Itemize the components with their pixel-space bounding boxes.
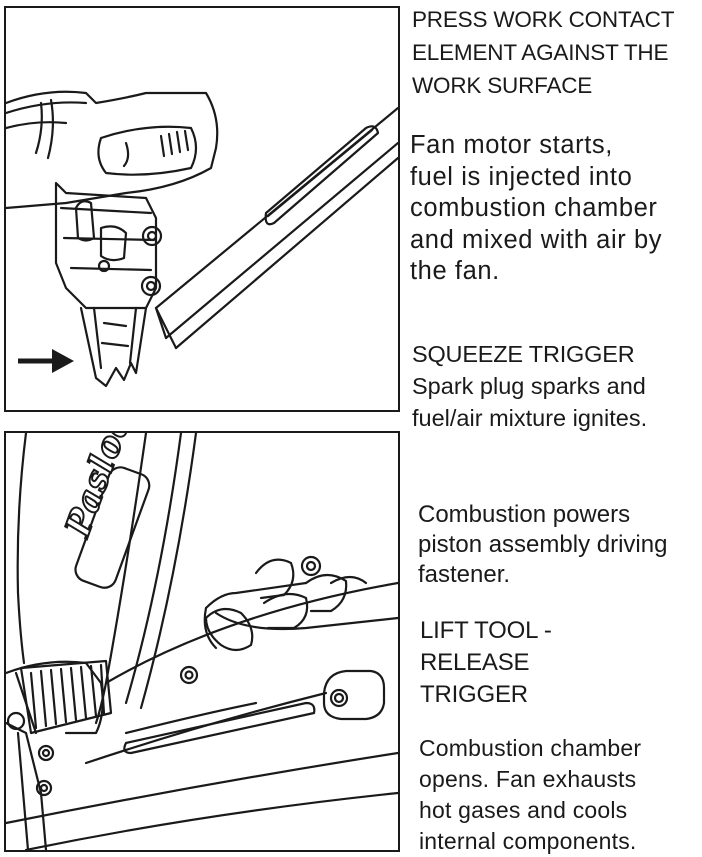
right-arrow-icon [18, 349, 74, 373]
step-4-body: Combustion chamber opens. Fan exhausts h… [419, 735, 642, 854]
top-illustration-panel [4, 6, 400, 412]
bottom-illustration-panel: Paslode [4, 431, 400, 852]
step-4-heading: LIFT TOOL - RELEASE TRIGGER [420, 617, 552, 708]
nail-gun-trigger-illustration [6, 433, 398, 850]
step-2-body: Spark plug sparks and fuel/air mixture i… [412, 373, 648, 431]
step-2-heading: SQUEEZE TRIGGER [412, 341, 635, 367]
nail-gun-nosepiece-illustration [6, 90, 398, 388]
step-1-heading: PRESS WORK CONTACT ELEMENT AGAINST THE W… [412, 7, 675, 98]
step-3-body: Combustion powers piston assembly drivin… [418, 501, 668, 588]
step-1-body: Fan motor starts, fuel is injected into … [410, 131, 663, 285]
